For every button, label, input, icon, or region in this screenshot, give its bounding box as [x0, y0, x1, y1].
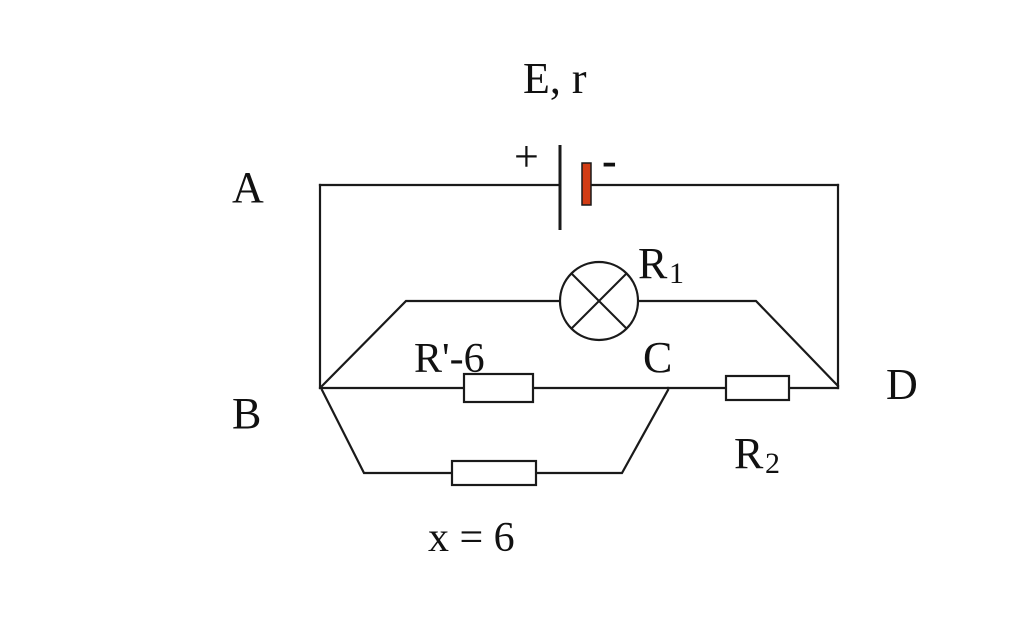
node-b-label: B [232, 389, 261, 438]
resistor-r2 [724, 374, 791, 402]
r1-label: R 1 [638, 239, 684, 290]
resistor-r-prime [462, 372, 535, 404]
node-c-label: C [643, 333, 672, 382]
x-value-label: x = 6 [428, 515, 515, 561]
battery-icon [558, 145, 592, 230]
battery-plus-sign: + [514, 132, 539, 181]
resistor-x [450, 459, 538, 487]
svg-text:R: R [638, 239, 668, 288]
source-label: E, r [523, 54, 587, 103]
r2-label: R 2 [734, 429, 780, 480]
svg-text:1: 1 [669, 257, 684, 290]
svg-text:2: 2 [765, 447, 780, 480]
wire-lamp-left [320, 299, 562, 388]
node-a-label: A [232, 163, 264, 212]
svg-text:R: R [734, 429, 764, 478]
lamp-icon [558, 260, 640, 342]
battery-negative-plate [581, 162, 592, 206]
wire-lamp-right [636, 299, 840, 388]
r-prime-label: R'-6 [414, 336, 485, 382]
node-d-label: D [886, 360, 918, 409]
battery-minus-sign: - [602, 136, 617, 185]
